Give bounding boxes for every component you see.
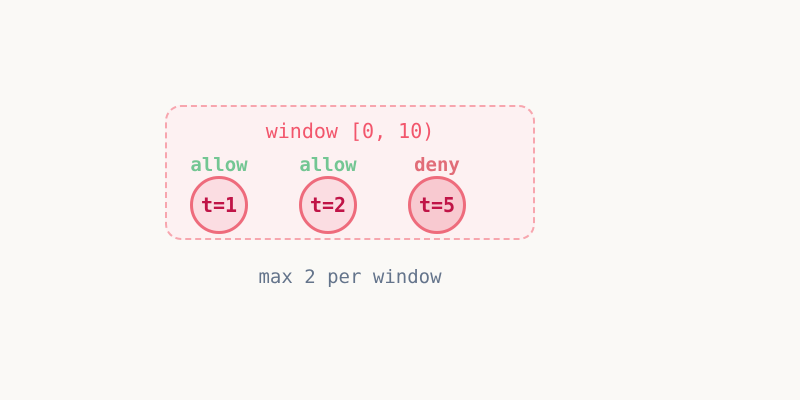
event-circle-t1: t=1 — [190, 176, 248, 234]
decision-label-allow: allow — [190, 154, 248, 176]
caption: max 2 per window — [258, 266, 442, 288]
window-range-label: window [0, 10) — [265, 119, 435, 143]
decision-label-allow: allow — [299, 154, 357, 176]
rate-limit-window-box: window [0, 10) allow t=1 allow t=2 deny … — [165, 105, 535, 240]
event-time-label: t=2 — [309, 193, 347, 217]
decision-label-deny: deny — [414, 154, 460, 176]
event-circle-t2: t=2 — [299, 176, 357, 234]
event-t2: allow t=2 — [288, 154, 368, 234]
events-row: allow t=1 allow t=2 deny t=5 — [179, 154, 477, 234]
event-t1: allow t=1 — [179, 154, 259, 234]
event-circle-t5: t=5 — [408, 176, 466, 234]
event-t5: deny t=5 — [397, 154, 477, 234]
event-time-label: t=1 — [200, 193, 238, 217]
event-time-label: t=5 — [418, 193, 456, 217]
